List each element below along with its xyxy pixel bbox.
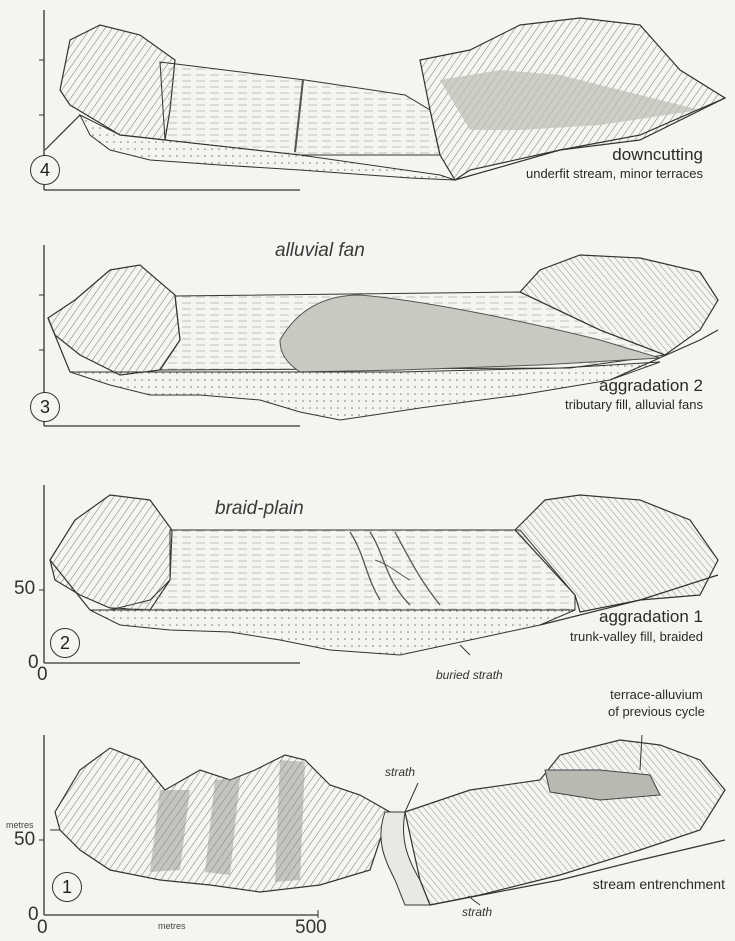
panel-2-annotation-braid-plain: braid-plain (215, 498, 304, 520)
panel-3-number: 3 (30, 392, 60, 422)
panel-1-x-tick-0: 0 (37, 917, 48, 939)
panel-4-subtitle: underfit stream, minor terraces (526, 166, 703, 181)
panel-3-annotation-alluvial-fan: alluvial fan (275, 240, 365, 262)
panel-4-number: 4 (30, 155, 60, 185)
panel-2-y-tick-50: 50 (14, 578, 35, 600)
panel-1-title: stream entrenchment (593, 876, 725, 892)
panel-1-annotation-strath-lower: strath (462, 905, 492, 919)
panel-2-title: aggradation 1 (599, 607, 703, 627)
panel-1-y-tick-50: 50 (14, 829, 35, 851)
panel-1-x-tick-500: 500 (295, 917, 327, 939)
panel-2-subtitle: trunk-valley fill, braided (570, 629, 703, 644)
panel-2-annotation-buried-strath: buried strath (436, 668, 503, 682)
panel-4-title: downcutting (612, 145, 703, 165)
panel-2-number: 2 (50, 628, 80, 658)
panel-1-annotation-terrace-alluvium: terrace-alluvium of previous cycle (608, 686, 705, 720)
panel-1-annotation-strath-upper: strath (385, 765, 415, 779)
panel-3-subtitle: tributary fill, alluvial fans (565, 397, 703, 412)
panel-1-x-unit: metres (158, 921, 186, 931)
panel-3-title: aggradation 2 (599, 376, 703, 396)
panel-2-x-tick-0: 0 (37, 664, 48, 686)
panel-1-number: 1 (52, 872, 82, 902)
